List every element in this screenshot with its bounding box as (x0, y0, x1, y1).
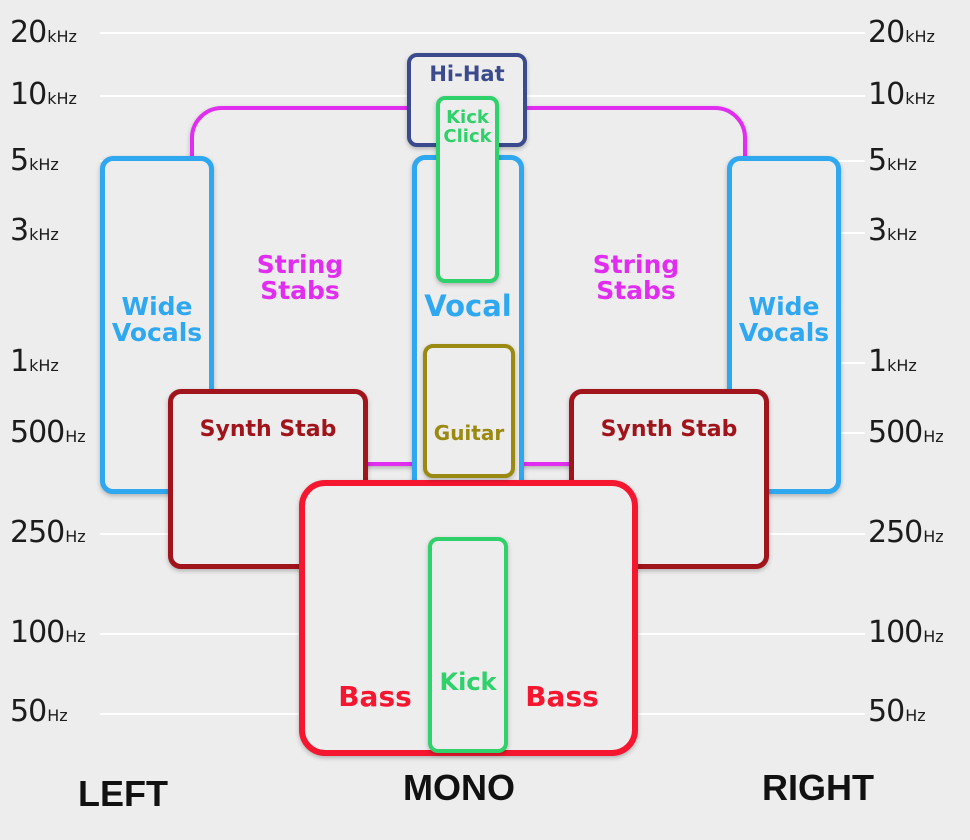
axis-label-left-3khz: 3kHz (10, 213, 59, 248)
hi-hat-label: Hi-Hat (429, 62, 505, 86)
axis-label-left-10khz: 10kHz (10, 77, 77, 112)
guitar-label: Guitar (433, 421, 505, 445)
kick-label: Kick (439, 668, 497, 696)
pan-label-right: RIGHT (762, 767, 874, 808)
wide-vocals-right-line2: Vocals (738, 318, 830, 348)
vocal-label: Vocal (424, 289, 512, 323)
axis-label-left-500hz: 500Hz (10, 415, 86, 450)
wide-vocals-left-line2: Vocals (111, 318, 203, 348)
axis-label-left-250hz: 250Hz (10, 515, 86, 550)
string-stabs-right-line2: Stabs (596, 276, 676, 306)
wide-vocals-left-line1: Wide (121, 292, 193, 321)
synth-stab-right-label: Synth Stab (600, 417, 738, 442)
pan-label-left: LEFT (78, 773, 168, 814)
axis-label-left-50hz: 50Hz (10, 694, 68, 729)
grid-line-20khz (100, 32, 865, 34)
axis-label-right-3khz: 3kHz (868, 213, 917, 248)
axis-label-right-10khz: 10kHz (868, 77, 935, 112)
bass-left-label: Bass (338, 680, 412, 713)
axis-label-right-50hz: 50Hz (868, 694, 926, 729)
kick-click-label-line2: Click (443, 125, 492, 147)
axis-label-right-20khz: 20kHz (868, 15, 935, 50)
guitar-box (423, 344, 515, 478)
string-stabs-left-label: String Stabs (230, 250, 370, 306)
wide-vocals-right-line1: Wide (748, 292, 820, 321)
kick-click-label-line1: Kick (446, 107, 489, 128)
axis-label-right-100hz: 100Hz (868, 615, 944, 650)
axis-label-right-250hz: 250Hz (868, 515, 944, 550)
kick-box (428, 537, 508, 753)
kick-click-label: Kick Click (436, 107, 499, 147)
axis-label-right-500hz: 500Hz (868, 415, 944, 450)
axis-label-left-1khz: 1kHz (10, 344, 59, 379)
axis-label-left-100hz: 100Hz (10, 615, 86, 650)
string-stabs-right-label: String Stabs (566, 250, 706, 306)
axis-label-left-20khz: 20kHz (10, 15, 77, 50)
string-stabs-left-line2: Stabs (260, 276, 340, 306)
axis-label-right-5khz: 5kHz (868, 143, 917, 178)
string-stabs-right-line1: String (592, 250, 680, 279)
wide-vocals-right-label: Wide Vocals (727, 292, 841, 348)
axis-label-left-5khz: 5kHz (10, 143, 59, 178)
bass-right-label: Bass (525, 680, 599, 713)
synth-stab-left-label: Synth Stab (199, 417, 337, 442)
kick-click-box (436, 96, 499, 283)
wide-vocals-left-label: Wide Vocals (100, 292, 214, 348)
axis-label-right-1khz: 1kHz (868, 344, 917, 379)
pan-label-mono: MONO (403, 767, 515, 808)
string-stabs-left-line1: String (256, 250, 344, 279)
